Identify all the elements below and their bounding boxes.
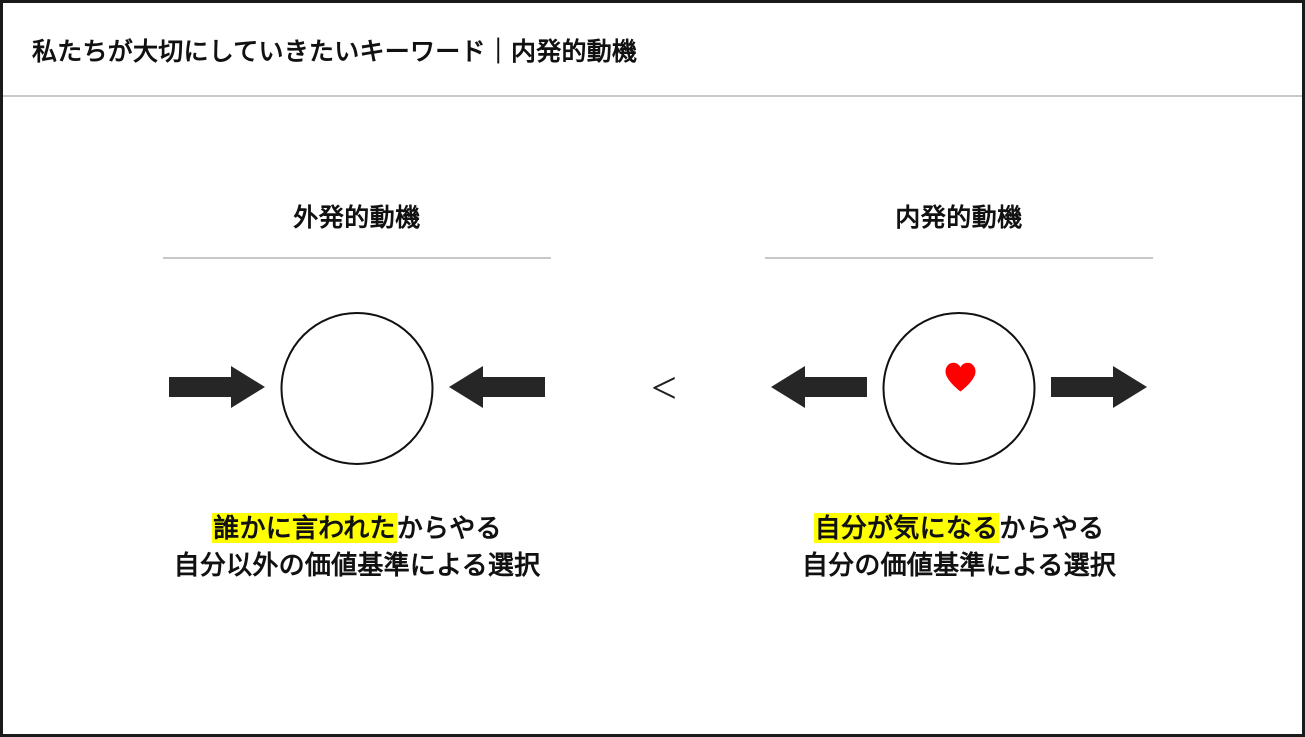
self-circle-extrinsic	[280, 312, 434, 465]
caption-line-1: 誰かに言われたからやる	[157, 510, 557, 547]
column-heading-intrinsic: 内発的動機	[895, 204, 1023, 232]
arrow-left-icon	[771, 366, 867, 408]
arrow-right-icon	[169, 366, 265, 408]
arrow-left-icon	[449, 366, 545, 408]
column-heading-extrinsic: 外発的動機	[293, 204, 421, 232]
diagram-extrinsic	[157, 304, 557, 474]
column-heading-divider	[765, 257, 1153, 259]
heart-icon	[944, 361, 976, 393]
caption-rest-extrinsic: からやる	[396, 513, 502, 543]
column-intrinsic-motivation: 内発的動機	[759, 203, 1159, 584]
caption-line-2-intrinsic: 自分の価値基準による選択	[801, 549, 1117, 580]
caption-extrinsic: 誰かに言われたからやる 自分以外の価値基準による選択	[157, 510, 557, 584]
column-heading-divider	[163, 257, 551, 259]
slide-header: 私たちが大切にしていきたいキーワード｜内発的動機	[3, 3, 1302, 95]
comparison-area: 外発的動機 誰かに言われたからや	[3, 95, 1302, 734]
caption-rest-intrinsic: からやる	[999, 513, 1105, 543]
caption-line-1: 自分が気になるからやる	[759, 510, 1159, 547]
page-title: 私たちが大切にしていきたいキーワード｜内発的動機	[32, 38, 638, 66]
caption-highlight-intrinsic: 自分が気になる	[813, 513, 1000, 543]
caption-line-2-extrinsic: 自分以外の価値基準による選択	[173, 549, 541, 580]
caption-intrinsic: 自分が気になるからやる 自分の価値基準による選択	[759, 510, 1159, 584]
caption-highlight-extrinsic: 誰かに言われた	[212, 513, 397, 543]
self-circle-intrinsic	[882, 312, 1036, 465]
header-divider	[3, 95, 1302, 97]
comparison-operator: <	[651, 362, 677, 413]
column-extrinsic-motivation: 外発的動機 誰かに言われたからや	[157, 203, 557, 584]
diagram-intrinsic	[759, 304, 1159, 474]
arrow-right-icon	[1051, 366, 1147, 408]
